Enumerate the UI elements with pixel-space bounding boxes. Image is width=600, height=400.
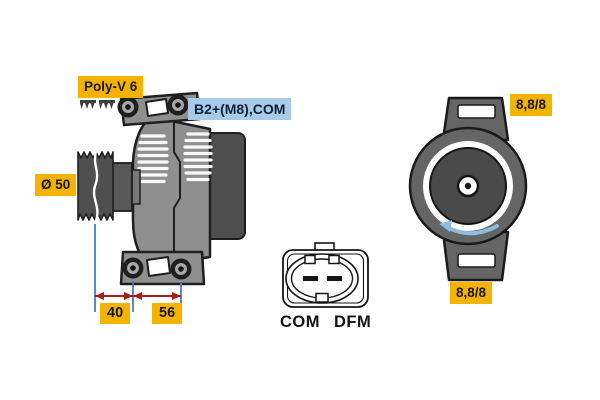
connector-diagram [282, 242, 369, 308]
pin-com [303, 276, 318, 281]
pin-label-com: COM [280, 313, 320, 331]
bottom-mounting-eye-left [122, 257, 144, 279]
vent-slots-rear [183, 132, 213, 182]
alternator-side-view [77, 91, 246, 312]
alternator-rear-view [408, 96, 528, 282]
vent-slots-front [137, 134, 169, 184]
connector-collar-outer [285, 253, 359, 304]
rear-bottom-lug-slot [457, 253, 496, 268]
connector-pin-labels: COM DFM [280, 314, 371, 331]
connector-key-tab-right [328, 254, 340, 265]
fastener-grade-label-top: 8,8/8 [510, 94, 553, 116]
bottom-mounting-eye-right [170, 258, 192, 280]
top-mounting-eye-right [167, 94, 189, 116]
connector-key-tab-bottom [315, 292, 329, 303]
dimension-label-40: 40 [100, 303, 131, 324]
dimension-label-56: 56 [152, 303, 183, 324]
belt-type-label: Poly-V 6 [78, 76, 144, 98]
pin-dfm [327, 276, 342, 281]
belt-profile-icon [99, 100, 115, 109]
dimension-arrow-40 [95, 292, 133, 300]
bottom-bracket-cutout [146, 256, 171, 277]
fastener-grade-label-bottom: 8,8/8 [450, 282, 493, 304]
rear-top-lug-slot [457, 104, 496, 119]
rotation-arrow-icon [439, 220, 499, 236]
top-bracket-cutout [145, 98, 169, 117]
shaft-center-dot [464, 182, 472, 190]
pin-label-dfm: DFM [334, 313, 372, 331]
terminal-label: B2+(M8),COM [188, 98, 292, 120]
belt-profile-icon [80, 100, 96, 109]
pulley-break-line [92, 149, 99, 223]
connector-key-tab-left [304, 254, 316, 265]
dimension-arrow-56 [133, 292, 181, 300]
pulley-diameter-label: Ø 50 [35, 174, 77, 196]
top-mounting-eye-left [117, 96, 139, 118]
pulley-hub [111, 162, 133, 212]
body-seam-line [173, 119, 181, 264]
